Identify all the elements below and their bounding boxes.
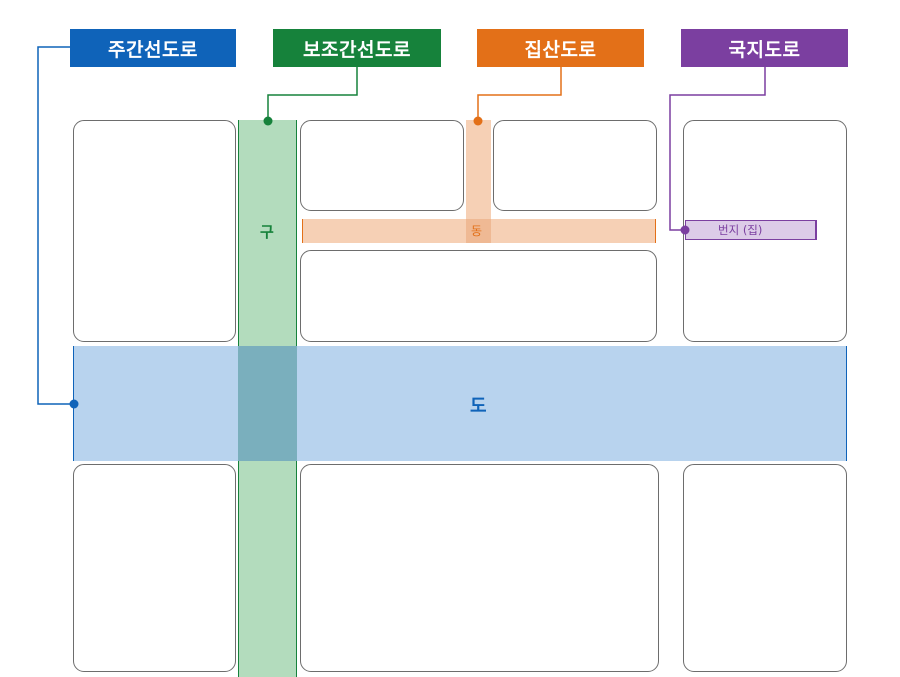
local-road-label: 번지 (집): [718, 223, 763, 237]
city-block: [73, 120, 236, 342]
arterial-road-label: 도: [470, 396, 487, 417]
collector-road-junction: [466, 219, 491, 243]
city-block: [493, 120, 657, 211]
sub-arterial-road-label: 구: [260, 223, 274, 241]
sub-arterial-road-legend: 보조간선도로: [273, 29, 441, 67]
arterial-road: [73, 346, 847, 461]
collector-leader-line: [477, 67, 562, 121]
local-road-legend: 국지도로: [681, 29, 848, 67]
city-block: [300, 250, 657, 342]
collector-road-stub: [466, 120, 491, 219]
sub-arterial-leader-line: [267, 67, 358, 121]
local-leader-line: [669, 67, 766, 231]
city-block: [73, 464, 236, 672]
sub-arterial-leader-dot: [263, 116, 273, 126]
collector-road-label: 동: [471, 224, 483, 238]
city-block: [683, 464, 847, 672]
city-block: [300, 464, 659, 672]
arterial-road-legend: 주간선도로: [70, 29, 236, 67]
arterial-leader-dot: [69, 399, 79, 409]
collector-road-legend: 집산도로: [477, 29, 644, 67]
local-leader-dot: [680, 225, 690, 235]
arterial-intersection: [238, 346, 297, 461]
collector-leader-dot: [473, 116, 483, 126]
arterial-leader-line: [37, 46, 73, 405]
city-block: [300, 120, 464, 211]
